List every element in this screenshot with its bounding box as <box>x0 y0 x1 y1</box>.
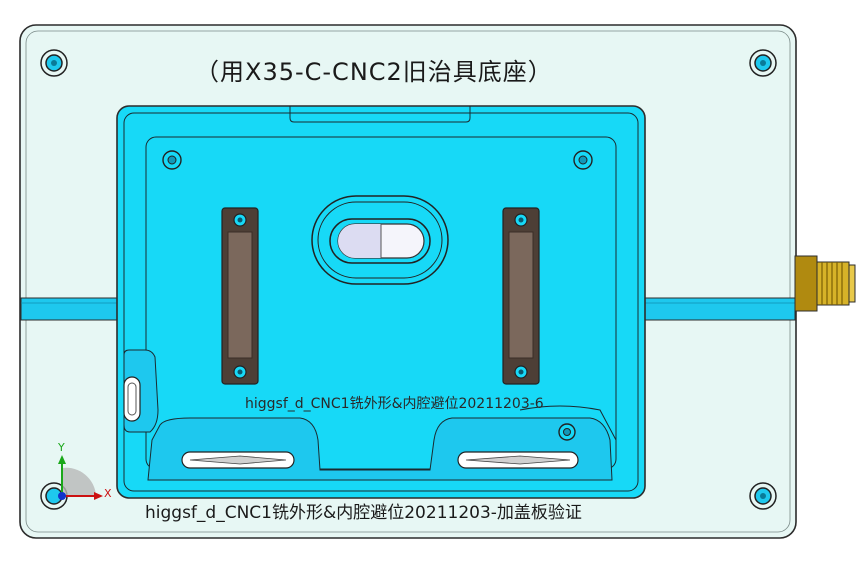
y-axis-label: Y <box>58 441 65 454</box>
corner-hole-bottom-left <box>40 482 68 510</box>
latch-slot-left <box>181 451 295 469</box>
center-slot <box>311 195 449 285</box>
axis-triad <box>58 455 103 500</box>
corner-hole-top-left <box>40 49 68 77</box>
inner-part-label: higgsf_d_CNC1铣外形&内腔避位20211203-6 <box>245 396 544 412</box>
corner-hole-bottom-right <box>749 482 777 510</box>
latch-slot-right <box>457 451 579 469</box>
left-clamp <box>221 207 259 385</box>
x-axis-label: X <box>104 487 112 500</box>
cover-hole-tr <box>573 150 593 170</box>
part-label: higgsf_d_CNC1铣外形&内腔避位20211203-加盖板验证 <box>145 503 582 523</box>
right-clamp <box>502 207 540 385</box>
brass-fitting <box>794 255 856 312</box>
corner-hole-top-right <box>749 49 777 77</box>
cover-hole-br <box>558 423 576 441</box>
cover-hole-tl <box>162 150 182 170</box>
drawing-title: （用X35-C-CNC2旧治具底座） <box>195 58 553 86</box>
side-slot <box>123 376 141 422</box>
